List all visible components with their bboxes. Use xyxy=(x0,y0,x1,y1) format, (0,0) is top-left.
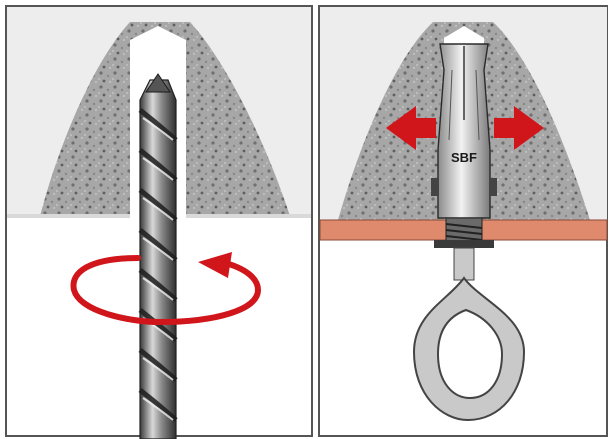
panel-drilling xyxy=(0,0,316,439)
anchor-label: SBF xyxy=(451,150,477,165)
drill-bit xyxy=(140,74,176,439)
anchoring-scene: SBF xyxy=(318,0,609,439)
drilling-scene xyxy=(0,0,316,439)
panel-anchoring: SBF xyxy=(318,0,609,439)
